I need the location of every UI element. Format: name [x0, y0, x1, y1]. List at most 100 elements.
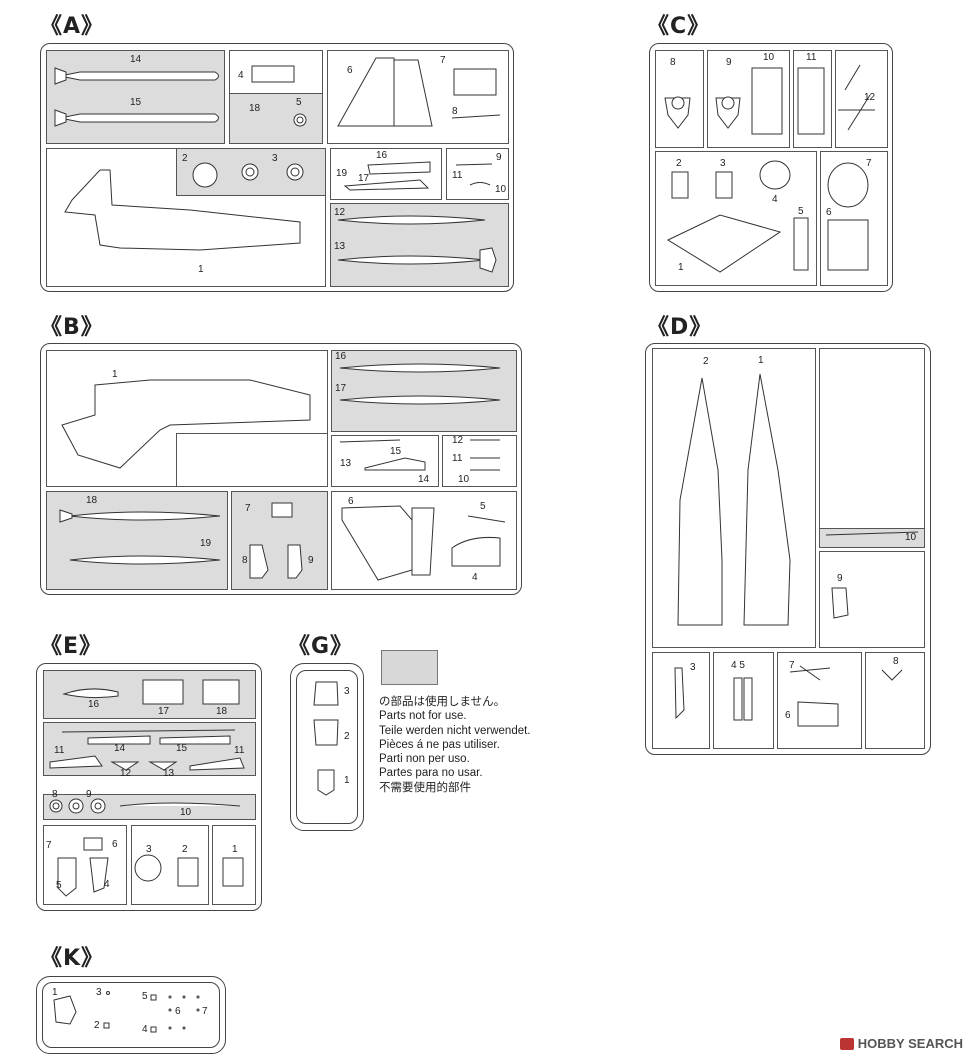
sprue-a-part-number: 1 — [198, 264, 204, 275]
sprue-e-part-number: 6 — [112, 839, 118, 850]
sprue-e-part-number: 14 — [114, 743, 126, 754]
sprue-a-cell-fuel-tanks — [46, 50, 225, 144]
sprue-g-part-number: 2 — [344, 731, 350, 742]
section-label-d: 《D》 — [647, 315, 713, 340]
sprue-b-part-drawings — [59, 363, 506, 581]
sprue-c-part-number: 9 — [726, 57, 732, 68]
sprue-c-part-number: 12 — [864, 92, 876, 103]
sprue-k-part-number: 2 — [94, 1020, 100, 1031]
sprue-c-cell — [835, 50, 888, 148]
sprue-a-part-number: 6 — [347, 65, 353, 76]
sprue-b-part-number: 13 — [340, 458, 352, 469]
sprue-e-part-number: 7 — [46, 840, 52, 851]
sprue-a-part-number: 7 — [440, 55, 446, 66]
legend-line: Parts not for use. — [379, 710, 467, 723]
sprue-e-part-number: 13 — [163, 768, 175, 779]
section-label-b: 《B》 — [40, 315, 104, 340]
sprue-g-part-number: 3 — [344, 686, 350, 697]
sprue-b-part-number: 14 — [418, 474, 430, 485]
sprue-e-part-number: 4 — [104, 879, 110, 890]
sprue-e-part-number: 16 — [88, 699, 100, 710]
sprue-b-part-number: 17 — [335, 383, 347, 394]
sprue-c-part-number: 11 — [806, 52, 817, 63]
section-label-a: 《A》 — [40, 14, 105, 39]
sprue-d-part-number: 2 — [703, 356, 709, 367]
section-label-c: 《C》 — [647, 14, 711, 39]
sprue-d-part-number: 8 — [893, 656, 899, 667]
sprue-a-part-number: 14 — [130, 54, 142, 65]
sprue-b-cell-blank — [176, 433, 328, 487]
sprue-c-cell — [655, 50, 704, 148]
sprue-a-part-number: 3 — [272, 153, 278, 164]
sprue-d-part-drawings — [674, 373, 919, 727]
sprue-a-part-number: 17 — [358, 173, 370, 184]
sprue-e-part-number: 8 — [52, 789, 58, 800]
sprue-a-part-number: 19 — [336, 168, 348, 179]
sprue-a-cell-wheels-small — [229, 93, 323, 144]
section-label-e: 《E》 — [40, 634, 103, 659]
sprue-c-part-number: 4 — [772, 194, 778, 205]
sprue-b-part-number: 1 — [112, 369, 118, 380]
sprue-b-part-number: 7 — [245, 503, 251, 514]
sprue-c-part-drawings — [664, 64, 875, 273]
sprue-e-part-drawings — [49, 679, 245, 897]
sprue-a-part-number: 2 — [182, 153, 188, 164]
sprue-e-part-number: 5 — [56, 880, 62, 891]
sprue-e-part-number: 10 — [180, 807, 192, 818]
sprue-e-part-number: 1 — [232, 844, 238, 855]
sprue-a-part-number: 11 — [452, 170, 463, 181]
sprue-k-part-number: 1 — [52, 987, 58, 998]
sprue-e-part-number: 9 — [86, 789, 92, 800]
sprue-b-part-number: 11 — [452, 453, 463, 464]
sprue-b-cell-rods — [442, 435, 517, 487]
sprue-e-part-number: 3 — [146, 844, 152, 855]
sprue-c-part-number: 7 — [866, 158, 872, 169]
sprue-a-part-number: 15 — [130, 97, 142, 108]
sprue-b-part-number: 4 — [472, 572, 478, 583]
hobby-search-logo-icon — [839, 1037, 854, 1050]
sprue-a-part-number: 9 — [496, 152, 502, 163]
sprue-a-cell-small-parts — [330, 148, 442, 200]
sprue-a-part-number: 12 — [334, 207, 346, 218]
sprue-b-part-number: 6 — [348, 496, 354, 507]
sprue-c-part-number: 1 — [678, 262, 684, 273]
sprue-d-part-number: 4 5 — [731, 660, 745, 671]
sprue-g-part-number: 1 — [344, 775, 350, 786]
watermark-text: HOBBY SEARCH — [857, 1036, 963, 1051]
sprue-k-part-number: 6 — [175, 1006, 181, 1017]
sprue-b-part-number: 9 — [308, 555, 314, 566]
sprue-b-part-number: 16 — [335, 351, 347, 362]
sprue-b-part-number: 10 — [458, 474, 470, 485]
sprue-k-part-number: 5 — [142, 991, 148, 1002]
legend-line: Pièces á ne pas utiliser. — [379, 738, 500, 751]
sprue-c-part-number: 6 — [826, 207, 832, 218]
sprue-k-part-number: 3 — [96, 987, 102, 998]
sprue-a-part-number: 13 — [334, 241, 346, 252]
sprue-c-part-number: 3 — [720, 158, 726, 169]
legend-line: Partes para no usar. — [379, 767, 483, 780]
sprue-c-part-number: 2 — [676, 158, 682, 169]
sprue-e-part-number: 12 — [120, 768, 132, 779]
sprue-d-part-number: 10 — [905, 532, 917, 543]
sprue-a-cell-rods — [446, 148, 509, 200]
section-label-g: 《G》 — [288, 634, 354, 659]
sprue-a-part-number: 8 — [452, 106, 458, 117]
legend-line: の部品は使用しません。 — [379, 696, 506, 708]
unused-parts-legend: の部品は使用しません。 Parts not for use. Teile wer… — [379, 695, 531, 795]
sprue-d-cell — [777, 652, 862, 749]
sprue-d-cell-blank — [819, 348, 925, 530]
sprue-k-part-number: 4 — [142, 1024, 148, 1035]
sprue-k-part-number: 7 — [202, 1006, 208, 1017]
sprue-c-part-number: 5 — [798, 206, 804, 217]
sprue-b-part-number: 8 — [242, 555, 248, 566]
sprue-c-part-number: 8 — [670, 57, 676, 68]
sprue-a-part-number: 10 — [495, 184, 507, 195]
sprue-a-part-drawings — [54, 57, 501, 273]
section-label-k: 《K》 — [40, 946, 105, 971]
sprue-d-part-number: 6 — [785, 710, 791, 721]
legend-line: Parti non per uso. — [379, 753, 470, 766]
sprue-b-part-number: 5 — [480, 501, 486, 512]
sprue-e-part-number: 11 — [234, 745, 245, 756]
sprue-d-part-number: 9 — [837, 573, 843, 584]
